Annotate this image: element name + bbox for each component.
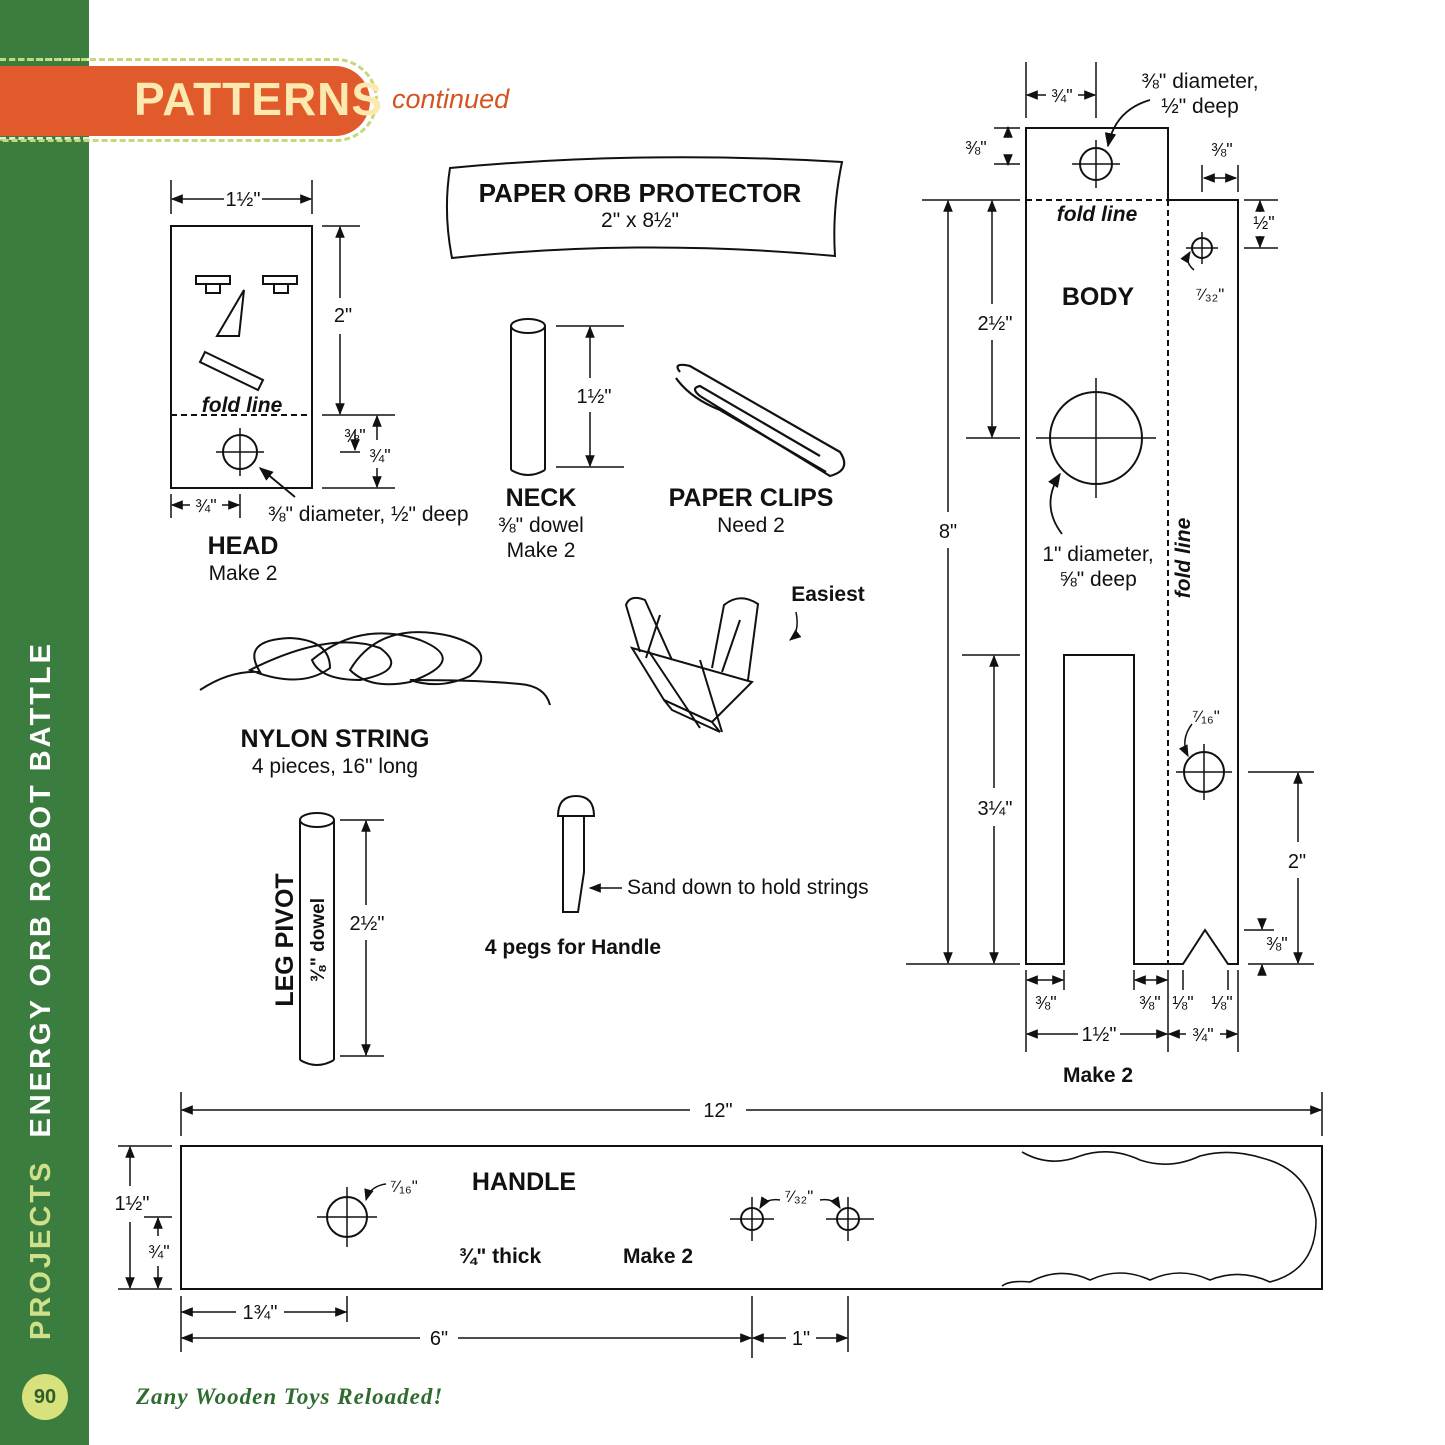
- binder-clip-icon: [624, 596, 802, 733]
- page-subtitle: continued: [392, 84, 510, 114]
- protector-label: PAPER ORB PROTECTOR: [479, 178, 802, 208]
- peg-pattern: [556, 794, 622, 913]
- clips-note: Easiest: [791, 583, 865, 606]
- nylon-string-icon: [199, 631, 551, 706]
- peg-qty: 4 pegs for Handle: [485, 936, 661, 959]
- head-dim-bottom: ¾": [369, 446, 390, 466]
- pivot-length: 2½": [350, 913, 385, 935]
- clips-qty: Need 2: [717, 514, 785, 537]
- handle-thickness: ¾" thick: [459, 1245, 542, 1268]
- protector-pattern: [445, 156, 844, 260]
- body-pattern: [906, 62, 1314, 1052]
- string-label: NYLON STRING: [241, 725, 430, 753]
- pivot-material: ⅜" dowel: [308, 898, 329, 982]
- body-top-hole: ⅜" diameter,: [1141, 70, 1258, 93]
- body-top-hole-depth: ½" deep: [1161, 95, 1239, 118]
- handle-dim-six: 6": [430, 1328, 448, 1350]
- body-dim-gap2: ⅛": [1211, 993, 1232, 1013]
- handle-big-hole: ⁷⁄₁₆": [390, 1177, 418, 1196]
- body-dim-notch: ⅜": [1266, 934, 1287, 954]
- neck-pattern: [510, 318, 624, 476]
- head-qty: Make 2: [209, 562, 278, 585]
- neck-label: NECK: [506, 484, 577, 512]
- protector-size: 2" x 8½": [601, 209, 679, 232]
- handle-small-holes: ⁷⁄₃₂": [785, 1187, 814, 1206]
- handle-dim-height: 1½": [115, 1193, 150, 1215]
- page-title: PATTERNS: [134, 73, 384, 125]
- body-dim-side: ¾": [1192, 1025, 1213, 1045]
- body-dim-upper: 2½": [978, 313, 1013, 335]
- body-dim-right: 2": [1288, 851, 1306, 873]
- body-dim-leg-w: ⅜": [1035, 993, 1056, 1013]
- body-dim-top-y: ⅜": [965, 138, 986, 158]
- pivot-label: LEG PIVOT: [271, 873, 299, 1006]
- head-hole-note: ⅜" diameter, ½" deep: [268, 503, 469, 526]
- peg-note: Sand down to hold strings: [627, 876, 869, 899]
- neck-qty: Make 2: [507, 539, 576, 562]
- head-label: HEAD: [208, 532, 279, 560]
- body-dim-top-x: ¾": [1051, 86, 1072, 106]
- body-fold-line-top: fold line: [1057, 203, 1138, 226]
- neck-material: ⅜" dowel: [498, 514, 584, 537]
- clips-label: PAPER CLIPS: [669, 484, 834, 512]
- body-dim-width: 1½": [1082, 1024, 1117, 1046]
- page-number: 90: [22, 1374, 68, 1420]
- body-dim-step-h: ½": [1253, 213, 1274, 233]
- body-small-hole: ⁷⁄₃₂": [1196, 285, 1225, 304]
- head-dim-width: 1½": [226, 189, 261, 211]
- body-dim-total: 8": [939, 521, 957, 543]
- body-dim-slot-r: ⅜": [1139, 993, 1160, 1013]
- neck-length: 1½": [577, 386, 612, 408]
- head-pattern: [170, 180, 395, 518]
- body-fold-line-side: fold line: [1172, 517, 1195, 598]
- handle-label: HANDLE: [472, 1168, 576, 1196]
- body-mid-hole: ⁷⁄₁₆": [1192, 707, 1220, 726]
- head-dim-hole-offset: ⅜": [344, 426, 365, 446]
- body-big-hole: 1" diameter,: [1042, 543, 1153, 566]
- patterns-banner: [0, 66, 370, 136]
- body-dim-step-w: ⅜": [1211, 140, 1232, 160]
- handle-pattern: [118, 1092, 1323, 1358]
- leg-pivot-pattern: [299, 812, 384, 1066]
- body-dim-gap: ⅛": [1172, 993, 1193, 1013]
- paper-clip-icon: [675, 363, 846, 478]
- body-big-hole-depth: ⅝" deep: [1059, 568, 1137, 591]
- handle-dim-one: 1": [792, 1328, 810, 1350]
- string-qty: 4 pieces, 16" long: [252, 755, 418, 778]
- footer-book-name: Zany Wooden Toys Reloaded!: [136, 1384, 444, 1409]
- handle-qty: Make 2: [623, 1245, 693, 1268]
- handle-dim-half: ¾": [148, 1242, 169, 1262]
- body-qty: Make 2: [1063, 1064, 1133, 1087]
- head-fold-line: fold line: [202, 394, 283, 417]
- head-dim-top: 2": [334, 305, 352, 327]
- head-dim-hole-x: ¾": [195, 496, 216, 516]
- body-dim-lower: 3¼": [978, 798, 1013, 820]
- body-label: BODY: [1062, 283, 1135, 311]
- handle-dim-length: 12": [703, 1100, 732, 1122]
- handle-dim-hole1: 1¾": [243, 1302, 278, 1324]
- banner-stitch: [0, 58, 378, 142]
- sidebar: [0, 0, 89, 1445]
